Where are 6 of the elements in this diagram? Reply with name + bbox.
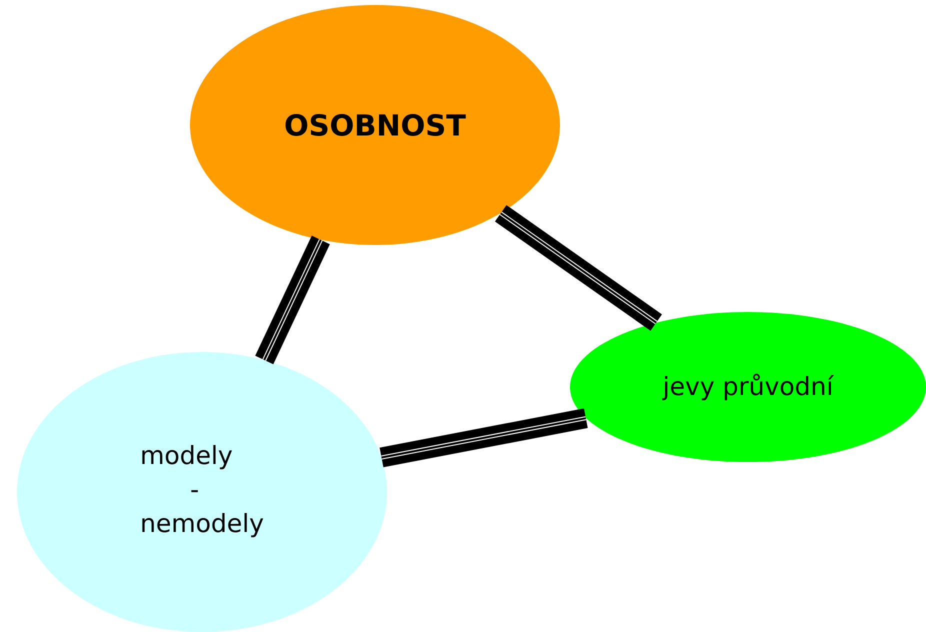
ellipse-node: OSOBNOST	[190, 5, 560, 245]
triple-line	[255, 236, 330, 364]
ellipse-node: modely - nemodely	[17, 352, 387, 632]
triple-line	[494, 205, 662, 331]
triple-line	[380, 408, 588, 468]
ellipse-node: jevy průvodní	[570, 312, 926, 462]
